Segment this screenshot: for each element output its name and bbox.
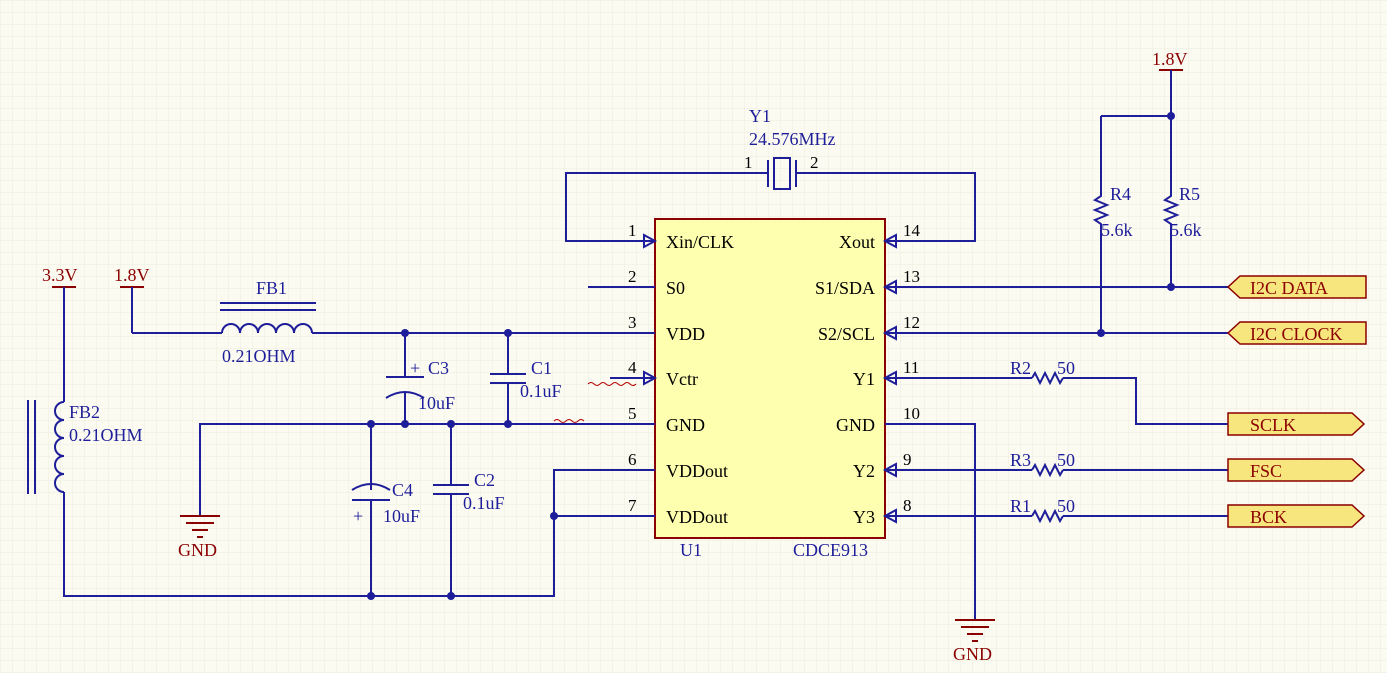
- pin-name-scl: S2/SCL: [818, 324, 875, 344]
- fb1-designator: FB1: [256, 278, 287, 298]
- pin-name-vdd: VDD: [666, 324, 705, 344]
- pin-name-sda: S1/SDA: [815, 278, 875, 298]
- pin-num-2: 2: [628, 267, 637, 286]
- power-3v3: 3.3V: [42, 265, 78, 402]
- pin-name-gnd-right: GND: [836, 415, 875, 435]
- capacitor-c4[interactable]: + C4 10uF: [351, 480, 420, 596]
- pin-num-10: 10: [903, 404, 920, 423]
- power-1v8-left: 1.8V: [114, 265, 150, 333]
- r1-value: 50: [1057, 496, 1075, 516]
- pin-num-1: 1: [628, 221, 637, 240]
- c3-plus: +: [410, 358, 420, 378]
- power-label-1v8-left: 1.8V: [114, 265, 150, 285]
- pin-num-3: 3: [628, 313, 637, 332]
- c2-designator: C2: [474, 470, 495, 490]
- port-bck[interactable]: BCK: [1227, 504, 1366, 528]
- r3-value: 50: [1057, 450, 1075, 470]
- port-label-i2c-data: I2C DATA: [1250, 278, 1328, 298]
- r3-designator: R3: [1010, 450, 1031, 470]
- pin-num-11: 11: [903, 358, 919, 377]
- c4-value: 10uF: [383, 506, 420, 526]
- ic-right-pins: [882, 233, 930, 524]
- pin-name-xout: Xout: [839, 232, 875, 252]
- c4-plus: +: [353, 506, 363, 526]
- ground-net-right: GND: [930, 423, 995, 664]
- capacitor-c2[interactable]: C2 0.1uF: [433, 470, 505, 596]
- pin-num-4: 4: [628, 358, 637, 377]
- r5-value: 5.6k: [1170, 220, 1202, 240]
- pin-name-vctr: Vctr: [666, 369, 698, 389]
- gnd-net-left: [199, 423, 588, 516]
- pin-num-7: 7: [628, 496, 637, 515]
- crystal-designator: Y1: [749, 106, 771, 126]
- ferrite-fb2[interactable]: FB2 0.21OHM: [27, 400, 588, 597]
- c2-value: 0.1uF: [463, 493, 505, 513]
- resistor-r2[interactable]: R2 50: [930, 358, 1228, 425]
- pin-num-6: 6: [628, 450, 637, 469]
- crystal-frequency: 24.576MHz: [749, 129, 836, 149]
- resistor-r5[interactable]: R5 5.6k: [1162, 184, 1202, 287]
- vctr-unconnected-marker: [587, 382, 637, 386]
- port-i2c-clock[interactable]: I2C CLOCK: [1226, 321, 1367, 345]
- port-label-sclk: SCLK: [1250, 415, 1296, 435]
- pin-name-y3: Y3: [853, 507, 875, 527]
- pin-name-gnd-left: GND: [666, 415, 705, 435]
- pin-name-xin: Xin/CLK: [666, 232, 734, 252]
- pin-num-8: 8: [903, 496, 912, 515]
- r1-designator: R1: [1010, 496, 1031, 516]
- crystal-pin-1: 1: [744, 153, 753, 172]
- port-i2c-data[interactable]: I2C DATA: [1226, 275, 1367, 299]
- ground-symbol-left: GND: [178, 515, 220, 560]
- pin-name-y1: Y1: [853, 369, 875, 389]
- r4-value: 5.6k: [1101, 220, 1133, 240]
- gnd-label-right: GND: [953, 644, 992, 664]
- ic-designator: U1: [680, 540, 702, 560]
- c1-designator: C1: [531, 358, 552, 378]
- pin-num-12: 12: [903, 313, 920, 332]
- port-fsc[interactable]: FSC: [1227, 458, 1366, 482]
- resistor-r3[interactable]: R3 50: [930, 450, 1228, 478]
- resistor-r1[interactable]: R1 50: [930, 496, 1228, 524]
- ic-body: [654, 218, 886, 539]
- r2-designator: R2: [1010, 358, 1031, 378]
- gnd-label-left: GND: [178, 540, 217, 560]
- pin-name-vddout-6: VDDout: [666, 461, 728, 481]
- port-label-fsc: FSC: [1250, 461, 1282, 481]
- pin-name-vddout-7: VDDout: [666, 507, 728, 527]
- capacitor-c1[interactable]: C1 0.1uF: [490, 333, 562, 424]
- gnd-net-marker: [553, 419, 585, 423]
- pin-num-5: 5: [628, 404, 637, 423]
- r5-designator: R5: [1179, 184, 1200, 204]
- pin-name-y2: Y2: [853, 461, 875, 481]
- r4-designator: R4: [1110, 184, 1131, 204]
- port-label-bck: BCK: [1250, 507, 1287, 527]
- pin-num-13: 13: [903, 267, 920, 286]
- capacitor-c3[interactable]: + C3 10uF: [385, 333, 455, 424]
- ic-u1[interactable]: 1 2 3 4 5 6 7 Xin/CLK S0 VDD Vctr GND VD…: [588, 218, 930, 560]
- fb2-value: 0.21OHM: [69, 425, 143, 445]
- c3-designator: C3: [428, 358, 449, 378]
- pin-num-14: 14: [903, 221, 921, 240]
- port-label-i2c-clock: I2C CLOCK: [1250, 324, 1343, 344]
- fb1-value: 0.21OHM: [222, 346, 296, 366]
- junction-dots: [367, 112, 1175, 600]
- ferrite-fb1[interactable]: FB1 0.21OHM: [132, 278, 655, 366]
- r2-value: 50: [1057, 358, 1075, 378]
- power-1v8-top: 1.8V: [1100, 49, 1188, 192]
- fb2-designator: FB2: [69, 402, 100, 422]
- crystal-y1[interactable]: Y1 24.576MHz 1 2: [565, 106, 976, 242]
- crystal-pin-2: 2: [810, 153, 819, 172]
- power-label-1v8-top: 1.8V: [1152, 49, 1188, 69]
- ic-part-number: CDCE913: [793, 540, 868, 560]
- pin-num-9: 9: [903, 450, 912, 469]
- pin-name-s0: S0: [666, 278, 685, 298]
- c4-designator: C4: [392, 480, 413, 500]
- c1-value: 0.1uF: [520, 381, 562, 401]
- port-sclk[interactable]: SCLK: [1227, 412, 1366, 436]
- power-label-3v3: 3.3V: [42, 265, 78, 285]
- resistor-r4[interactable]: R4 5.6k: [1092, 184, 1133, 333]
- c3-value: 10uF: [418, 393, 455, 413]
